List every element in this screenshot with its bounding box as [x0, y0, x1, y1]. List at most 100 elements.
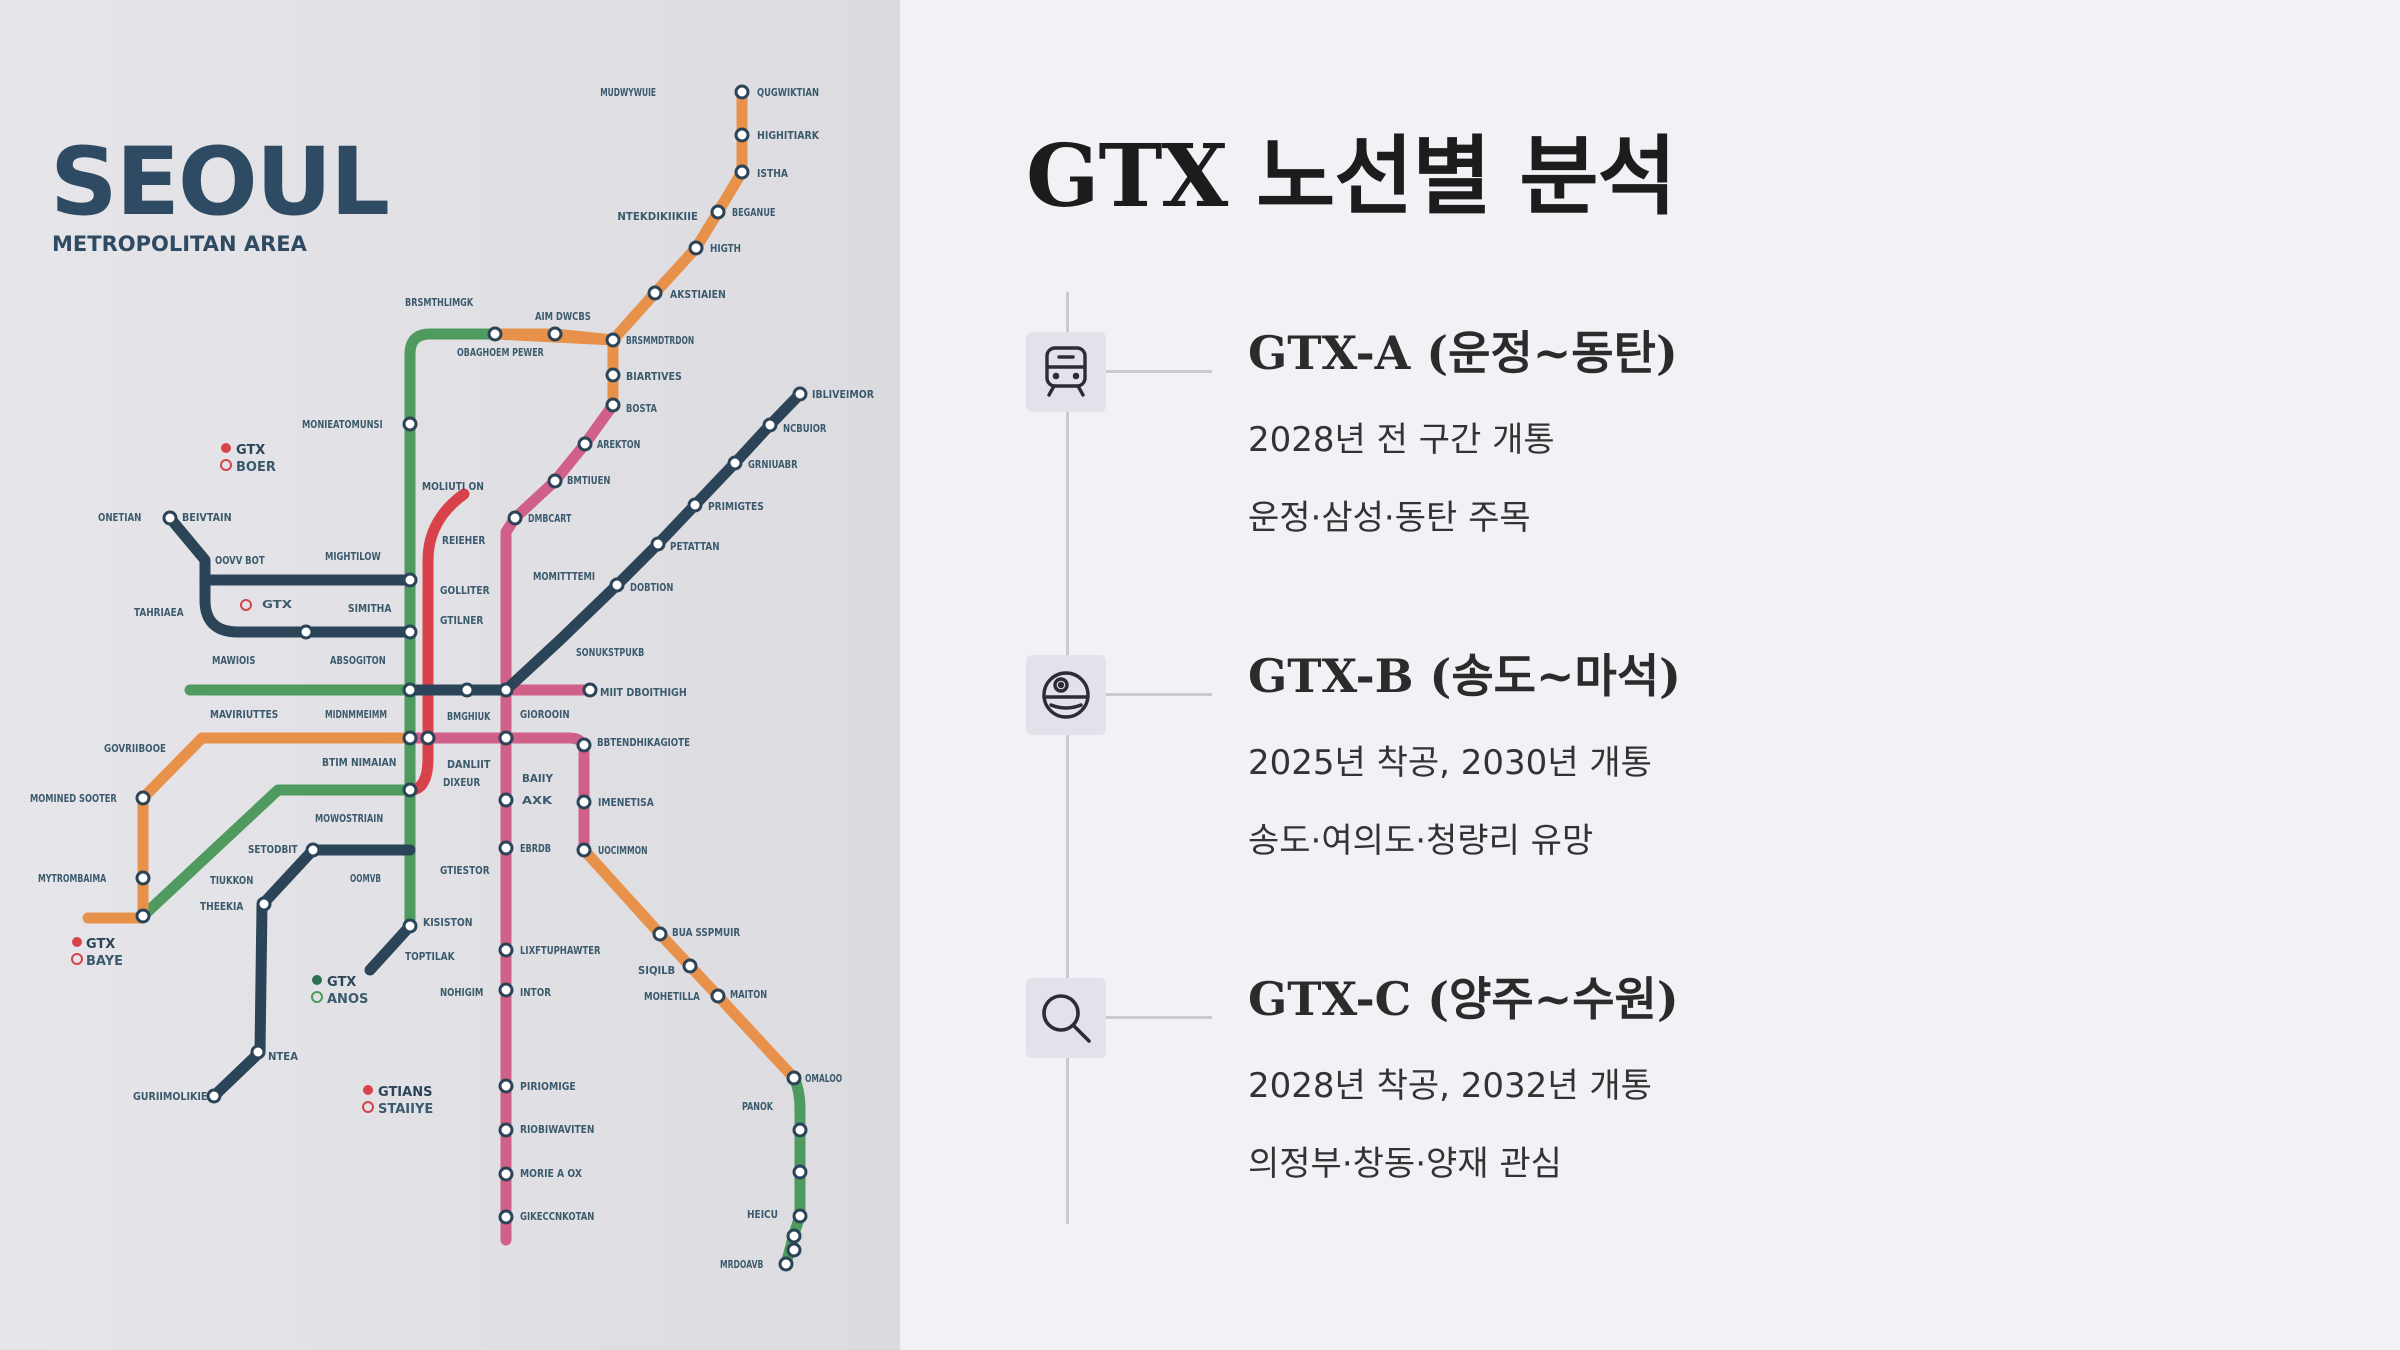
green-line-sw	[137, 784, 416, 922]
station-label: AREKTON	[597, 438, 640, 451]
station-label: ONETIAN	[98, 511, 141, 524]
station-label: BEGANUE	[732, 206, 775, 219]
station-label: HIGHITIARK	[757, 129, 819, 142]
pink-line	[500, 399, 619, 1246]
station-label: RIOBIWAVITEN	[520, 1123, 594, 1136]
station-label: GOVRIIBOOE	[104, 742, 166, 755]
station-label: TAHRIAEA	[134, 606, 184, 619]
station-label: NOHIGIM	[440, 986, 483, 999]
station-label: MOMINED SOOTER	[30, 792, 117, 805]
timeline-connector	[1106, 693, 1212, 696]
station-label: OOMVB	[350, 872, 381, 885]
station-label: DMBCART	[528, 512, 572, 525]
station-label: BBTENDHIKAGIOTE	[597, 736, 690, 749]
station-label: BOSTA	[626, 402, 657, 415]
station-label: UOCIMMON	[598, 844, 648, 857]
navy-line-south-stub	[364, 920, 416, 976]
page-title: GTX 노선별 분석	[1026, 126, 1677, 227]
station-label: MAWIOIS	[212, 654, 255, 667]
station-label: THEEKIA	[200, 900, 244, 913]
item-schedule: 2028년 착공, 2032년 개통	[1248, 1066, 1652, 1106]
station-label: PETATTAN	[670, 540, 720, 553]
station-label: KISISTON	[423, 916, 473, 929]
station-label: REIEHER	[442, 534, 486, 547]
station-label: BMGHIUK	[447, 710, 491, 723]
station-label: MORIE A OX	[520, 1167, 582, 1180]
station-label: MIDNMMEIMM	[325, 708, 387, 721]
station-label: MIIT DBOITHIGH	[600, 686, 687, 699]
station-label: DOBTION	[630, 581, 673, 594]
station-label: GIOROOIN	[520, 708, 570, 721]
station-label: PRIMIGTES	[708, 500, 764, 513]
station-label: MUDWYWUIE	[600, 86, 656, 99]
item-highlight: 의정부·창동·양재 관심	[1248, 1144, 1562, 1184]
station-label: OBAGHOEM PEWER	[457, 346, 544, 359]
station-label: TOPTILAK	[405, 950, 455, 963]
search-icon	[1026, 978, 1106, 1058]
station-label: MAVIRIUTTES	[210, 708, 278, 721]
map-legend-markers	[71, 443, 374, 1113]
station-label: BUA SSPMUIR	[672, 926, 741, 939]
station-label: SIQILB	[638, 964, 675, 977]
station-label: MONIEATOMUNSI	[302, 418, 383, 431]
station-label: SONUKSTPUKB	[576, 646, 644, 659]
station-label: NTEKDIKIIKIIE	[617, 210, 698, 223]
death-star-icon	[1026, 655, 1106, 735]
item-highlight: 운정·삼성·동탄 주목	[1248, 498, 1531, 538]
station-label: BAIIY	[522, 772, 554, 785]
station-label: TIUKKON	[210, 874, 253, 887]
station-label: INTOR	[520, 986, 551, 999]
legend-primary-label: GTX	[236, 443, 265, 458]
timeline-item-gtx-a: GTX-A (운정~동탄) 2028년 전 구간 개통 운정·삼성·동탄 주목	[1026, 326, 2326, 592]
item-highlight: 송도·여의도·청량리 유망	[1248, 821, 1594, 861]
station-label: BTIM NIMAIAN	[322, 756, 396, 769]
station-label: GRNIUABR	[748, 458, 798, 471]
station-label: SIMITHA	[348, 602, 392, 615]
station-label: SETODBIT	[248, 843, 298, 856]
legend-primary-label: GTIANS	[378, 1085, 432, 1100]
station-label: MOHETILLA	[644, 990, 700, 1003]
legend-secondary-label: STAIIYE	[378, 1102, 433, 1117]
station-label: AKSTIAIEN	[670, 288, 726, 301]
item-heading: GTX-B (송도~마석)	[1248, 649, 1681, 703]
station-label: GTIESTOR	[440, 864, 490, 877]
station-label: GTILNER	[440, 614, 484, 627]
station-label: DANLIIT	[447, 758, 491, 771]
timeline-item-gtx-c: GTX-C (양주~수원) 2028년 착공, 2032년 개통 의정부·창동·…	[1026, 972, 2326, 1238]
station-label: HEICU	[747, 1208, 778, 1221]
station-label: OOVV BOT	[215, 554, 265, 567]
station-label: LIXFTUPHAWTER	[520, 944, 601, 957]
station-label: GOLLITER	[440, 584, 490, 597]
station-label: MYTROMBAIMA	[38, 872, 107, 885]
station-label: NCBUIOR	[783, 422, 827, 435]
station-label: GIKECCNKOTAN	[520, 1210, 594, 1223]
station-label: BMTIUEN	[567, 474, 610, 487]
timeline-item-gtx-b: GTX-B (송도~마석) 2025년 착공, 2030년 개통 송도·여의도·…	[1026, 649, 2326, 915]
legend-primary-label: GTX	[327, 975, 356, 990]
item-schedule: 2025년 착공, 2030년 개통	[1248, 743, 1652, 783]
legend-secondary-label: BAYE	[86, 954, 123, 969]
navy-line-west	[164, 512, 416, 638]
station-label: DIXEUR	[443, 776, 481, 789]
station-label: BRSMMDTRDON	[626, 334, 694, 347]
station-label: BRSMTHLIMGK	[405, 296, 474, 309]
metro-map-panel: SEOUL METROPOLITAN AREA	[0, 0, 900, 1350]
station-label: MOMITTTEMI	[533, 570, 595, 583]
map-subtitle: METROPOLITAN AREA	[52, 232, 307, 256]
station-label: MOLIUTI ON	[422, 480, 484, 493]
station-label: HIGTH	[710, 242, 741, 255]
red-line	[404, 488, 470, 796]
item-heading: GTX-C (양주~수원)	[1248, 972, 1679, 1026]
timeline-line	[1066, 292, 1069, 1224]
station-label: MOWOSTRIAIN	[315, 812, 383, 825]
pink-line-east	[404, 732, 590, 856]
green-line	[404, 328, 501, 932]
item-heading: GTX-A (운정~동탄)	[1248, 326, 1678, 380]
station-label: IBLIVEIMOR	[812, 388, 874, 401]
analysis-panel: GTX 노선별 분석 GTX-A (운정~동탄) 2028년 전 구간 개통 운…	[900, 0, 2400, 1350]
station-label: GTX	[262, 598, 293, 611]
train-icon	[1026, 332, 1106, 412]
